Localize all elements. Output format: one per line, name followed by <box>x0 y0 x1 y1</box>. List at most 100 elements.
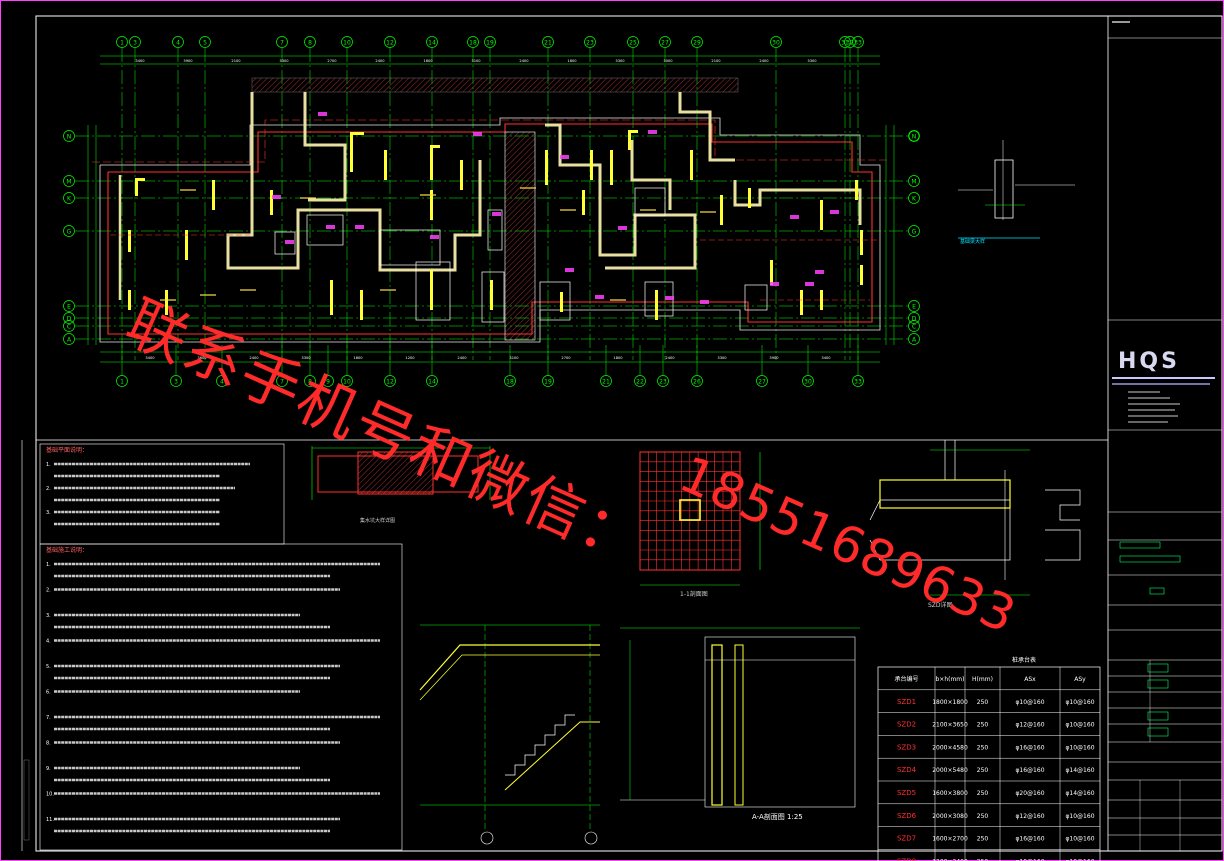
axis-bubble-top <box>172 36 184 48</box>
axis-bubble-right <box>908 192 920 204</box>
axis-label-bottom: 14 <box>428 379 436 386</box>
dim-top: 1800 <box>567 59 577 63</box>
pit-detail <box>908 130 1075 239</box>
table-cell: 2000×3080 <box>932 813 968 820</box>
column <box>430 145 440 148</box>
note-number: 9. <box>46 766 51 772</box>
table-cell: φ16@160 <box>1015 767 1044 774</box>
table-cell: 250 <box>977 858 989 861</box>
label-section-11: 1-1剖面图 <box>680 590 708 598</box>
column <box>610 150 613 185</box>
notes-title-a: 基础平面说明： <box>46 446 88 454</box>
column <box>820 290 823 310</box>
axis-bubble-top <box>341 36 353 48</box>
label-detail-small: 集水坑大样详图 <box>360 517 395 524</box>
axis-bubble-bottom <box>600 375 612 387</box>
table-cell: φ12@160 <box>1015 813 1044 820</box>
table-header-cell: b×h(mm) <box>935 676 964 683</box>
axis-label-bottom: 26 <box>693 379 701 386</box>
table-cell: SZD8 <box>897 857 916 861</box>
table-cell: φ20@160 <box>1015 790 1044 797</box>
column <box>820 200 823 230</box>
axis-bubble-bottom <box>304 375 316 387</box>
axis-label-bottom: 4 <box>220 379 224 386</box>
axis-label-left: A <box>67 337 72 344</box>
axis-label-top: 10 <box>343 40 351 47</box>
table-cell: 250 <box>977 744 989 751</box>
note-number: 2. <box>46 486 51 492</box>
szd-detail <box>869 440 1081 596</box>
dim-top: 1800 <box>423 59 433 63</box>
notes-box-right: 1.2.3.4.5.6.7.8.9.10.11. <box>39 543 403 851</box>
table-cell: 250 <box>977 722 989 729</box>
column <box>720 195 723 225</box>
label-detail-pit: 基础梁大样 <box>960 238 985 245</box>
axis-bubble-bottom <box>116 375 128 387</box>
aa-section <box>620 627 860 808</box>
axis-bubble-bottom <box>657 375 669 387</box>
inner-frame <box>35 15 1223 852</box>
table-cell: 250 <box>977 813 989 820</box>
column <box>185 230 188 260</box>
dim-bottom: 2400 <box>457 356 467 360</box>
column <box>270 190 273 215</box>
table-cell: φ10@160 <box>1065 699 1094 706</box>
foundation-plan-walls <box>92 77 890 343</box>
note-number: 8. <box>46 741 51 747</box>
table-cell: 2100×3650 <box>932 722 968 729</box>
axis-bubble-top <box>129 36 141 48</box>
table-cell: SZD5 <box>897 789 916 797</box>
axis-label-bottom: 33 <box>854 379 862 386</box>
axis-bubble-top <box>467 36 479 48</box>
column <box>628 130 631 150</box>
axis-bubble-bottom <box>802 375 814 387</box>
table-title: 桩承台表 <box>1012 656 1036 664</box>
dim-top: 2400 <box>759 59 769 63</box>
column <box>135 178 138 196</box>
dim-bottom: 3300 <box>301 356 311 360</box>
axis-label-left: M <box>66 179 71 186</box>
dim-top: 2400 <box>519 59 529 63</box>
table-cell: 1800×1800 <box>932 699 968 706</box>
axis-bubble-top <box>584 36 596 48</box>
axis-label-top: 27 <box>661 40 669 47</box>
column <box>690 150 693 180</box>
table-cell: φ10@160 <box>1015 858 1044 861</box>
axis-bubble-right <box>908 320 920 332</box>
axis-label-top: 31 <box>841 40 849 47</box>
table-cell: 250 <box>977 790 989 797</box>
axis-bubble-bottom <box>634 375 646 387</box>
column <box>860 265 863 285</box>
axis-label-bottom: 23 <box>659 379 667 386</box>
left-margin-strip <box>21 440 30 851</box>
company-logo: HQS <box>1118 349 1180 374</box>
axis-label-top: 8 <box>308 40 312 47</box>
column <box>582 190 585 215</box>
axis-label-bottom: 21 <box>602 379 610 386</box>
column <box>350 132 364 135</box>
axis-bubble-right <box>908 225 920 237</box>
axis-bubble-bottom <box>170 375 182 387</box>
dim-bottom: 3400 <box>145 356 155 360</box>
axis-label-left: E <box>67 304 71 311</box>
table-cell: SZD2 <box>897 721 916 729</box>
table-header-cell: ASx <box>1024 676 1036 683</box>
column <box>628 130 638 133</box>
table-cell: φ10@160 <box>1065 744 1094 751</box>
axis-bubble-top <box>844 36 856 48</box>
column <box>360 290 363 320</box>
notes-title-b: 基础施工说明： <box>46 546 88 554</box>
dim-top: 2400 <box>375 59 385 63</box>
note-number: 7. <box>46 715 51 721</box>
axis-bubble-top <box>839 36 851 48</box>
dim-bottom: 3900 <box>769 356 779 360</box>
table-cell: 1200×2400 <box>932 858 968 861</box>
axis-label-top: 3 <box>133 40 137 47</box>
dim-bottom: 3600 <box>197 356 207 360</box>
dim-top: 3000 <box>663 59 673 63</box>
axis-label-bottom: 3 <box>174 379 178 386</box>
axis-label-bottom: 27 <box>758 379 766 386</box>
dim-bottom: 1800 <box>613 356 623 360</box>
axis-label-right: A <box>912 337 917 344</box>
